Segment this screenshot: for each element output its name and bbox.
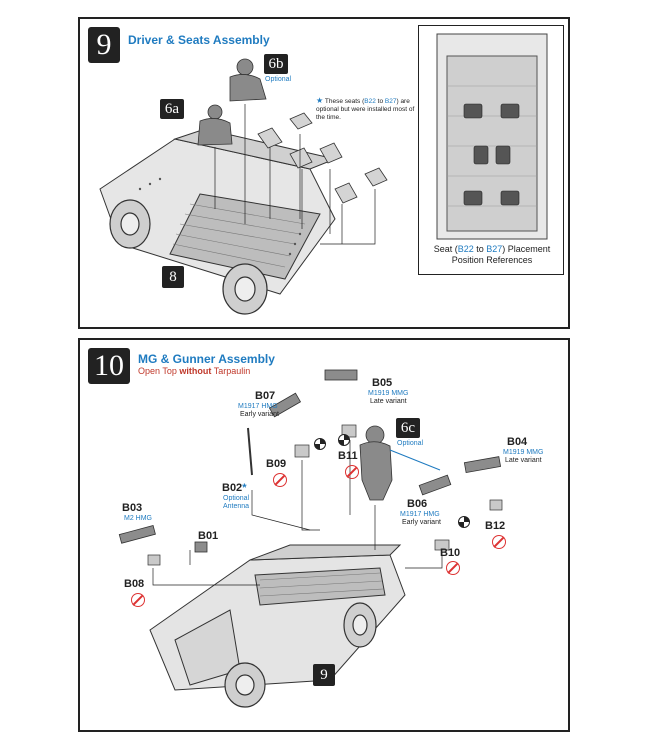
seat-reference-inset: Seat (B22 to B27) Placement Position Ref… <box>418 25 564 275</box>
substep-8: 8 <box>162 266 184 288</box>
badge-6a: 6a <box>160 99 184 119</box>
part-b02-note2: Antenna <box>223 503 250 510</box>
step-10-panel: 10 MG & Gunner Assembly Open Top without… <box>78 338 570 732</box>
part-b04-label: B04 <box>507 436 528 448</box>
part-b03-label: B03 <box>122 502 143 514</box>
glue-icon <box>338 434 350 446</box>
caption-pre: Seat ( <box>433 244 458 254</box>
badge-6a-label: 6a <box>164 101 180 117</box>
badge-6b-label: 6b <box>268 56 284 72</box>
part-b07-note2: Early variant <box>240 411 279 418</box>
step-10-illustration <box>118 369 503 708</box>
part-b04-note2: Late variant <box>505 457 542 464</box>
part-b05-note2: Late variant <box>370 398 407 405</box>
seats-note-b27: B27 <box>384 98 397 105</box>
subtitle-c: Tarpaulin <box>211 366 251 376</box>
part-b02-star: * <box>242 482 247 494</box>
seats-note-post: ) are optional but were installed most o… <box>316 98 415 121</box>
part-b06-label: B06 <box>407 498 428 510</box>
glue-icon <box>314 438 326 450</box>
step-9-title: Driver & Seats Assembly <box>128 33 270 47</box>
step-10-subtitle: Open Top without Tarpaulin <box>138 366 250 376</box>
badge-6c: 6c <box>396 418 420 438</box>
caption-line2: Position References <box>451 255 533 265</box>
glue-icon <box>458 516 470 528</box>
caption-post: ) Placement <box>502 244 551 254</box>
badge-6c-note: Optional <box>397 440 424 447</box>
substep-8-label: 8 <box>169 269 177 285</box>
part-b08-label: B08 <box>124 578 145 590</box>
not-used-icon <box>446 561 460 575</box>
not-used-icon <box>345 465 359 479</box>
part-b11-label: B11 <box>338 450 358 462</box>
step-9-illustration <box>99 58 388 315</box>
part-b04-note1: M1919 MMG <box>503 449 544 456</box>
substep-9: 9 <box>313 664 335 686</box>
part-b06-note1: M1917 HMG <box>400 511 440 518</box>
star-icon: ★ <box>316 96 324 105</box>
caption-b27: B27 <box>486 244 503 254</box>
badge-6b-note: Optional <box>265 76 292 83</box>
part-b12-label: B12 <box>485 520 506 532</box>
part-b07-note1: M1917 HMG <box>238 403 278 410</box>
subtitle-a: Open Top <box>138 366 180 376</box>
caption-b22: B22 <box>457 244 474 254</box>
substep-9-label: 9 <box>320 667 328 683</box>
badge-6c-label: 6c <box>400 420 416 436</box>
step-10-number: 10 <box>88 348 130 384</box>
caption-to: to <box>473 244 487 254</box>
part-b07-label: B07 <box>255 390 276 402</box>
not-used-icon <box>492 535 506 549</box>
seats-note-to: to <box>375 98 385 105</box>
part-b09-label: B09 <box>266 458 287 470</box>
seats-note: ★ These seats (B22 to B27) are optional … <box>316 97 416 122</box>
part-b02-label: B02* <box>222 482 246 494</box>
step-9-panel: 9 Driver & Seats Assembly <box>78 17 570 329</box>
not-used-icon <box>273 473 287 487</box>
part-b01-label: B01 <box>198 530 219 542</box>
seat-reference-drawing <box>436 33 548 240</box>
part-b05-note1: M1919 MMG <box>368 390 409 397</box>
part-b02-label-text: B02 <box>222 482 243 494</box>
subtitle-b: without <box>179 366 212 376</box>
part-b10-label: B10 <box>440 547 461 559</box>
seat-reference-caption: Seat (B22 to B27) Placement Position Ref… <box>419 244 565 266</box>
step-9-number: 9 <box>88 27 120 63</box>
part-b03-note1: M2 HMG <box>124 515 152 522</box>
step-10-title: MG & Gunner Assembly <box>138 352 275 366</box>
seats-note-b22: B22 <box>364 98 376 105</box>
part-b05-label: B05 <box>372 377 393 389</box>
not-used-icon <box>131 593 145 607</box>
part-b06-note2: Early variant <box>402 519 441 526</box>
seats-note-pre: These seats ( <box>324 98 365 105</box>
part-b02-note1: Optional <box>223 495 250 502</box>
badge-6b: 6b <box>264 54 288 74</box>
